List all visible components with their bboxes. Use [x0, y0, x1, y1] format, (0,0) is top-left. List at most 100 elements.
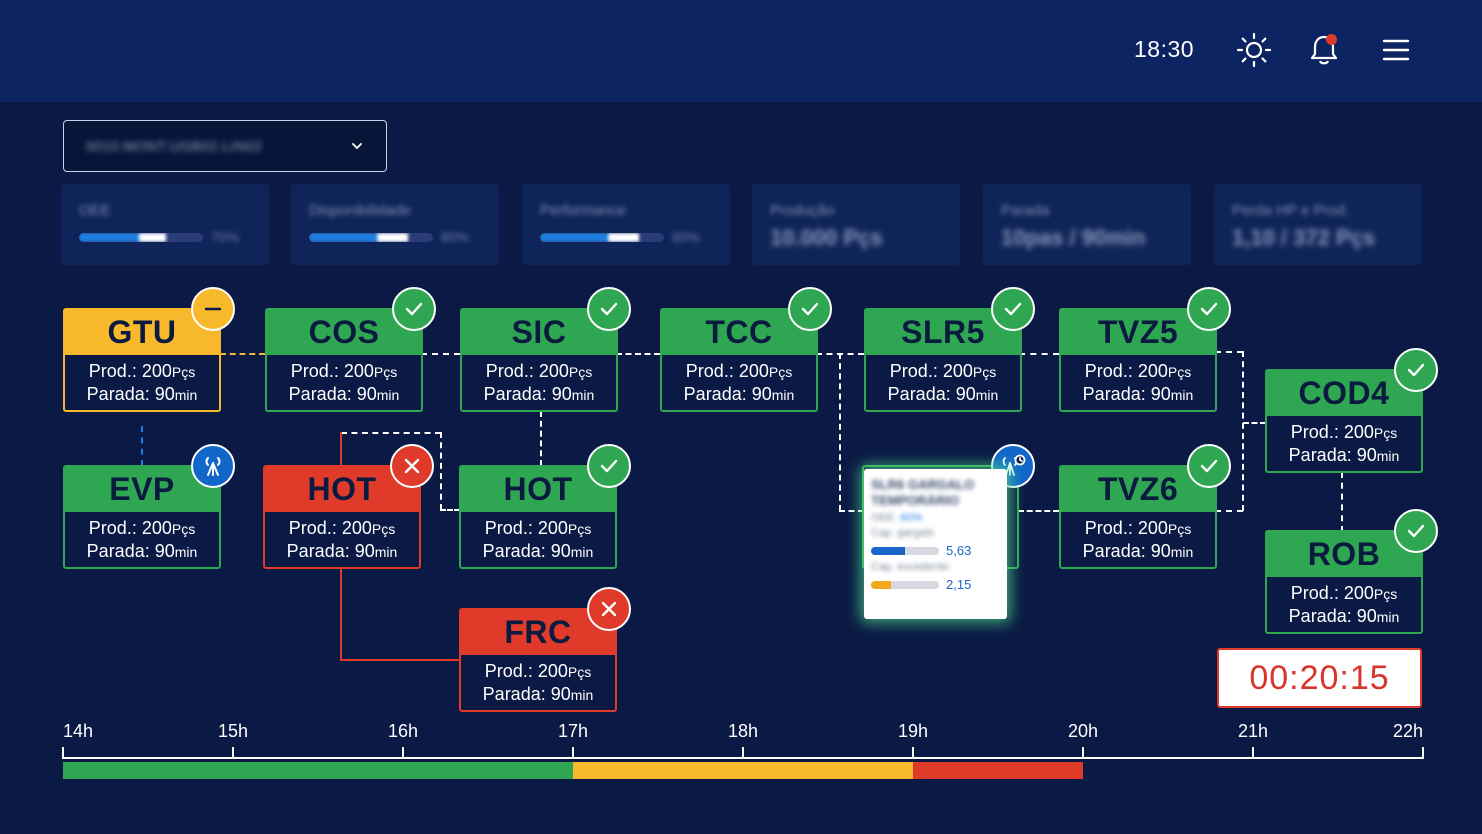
station-production: Prod.: 200	[88, 361, 172, 381]
station-production: Prod.: 200	[1290, 583, 1374, 603]
station-name: SIC	[462, 310, 616, 355]
cap-excedente-value: 2,15	[946, 577, 972, 592]
tooltip-cap-gargalo-label: Cap. gargalo	[871, 527, 934, 539]
connector	[340, 659, 460, 661]
connector	[839, 510, 864, 512]
station-stop-time: Parada: 90	[887, 384, 976, 404]
check-icon	[1394, 509, 1438, 553]
station-stop-time: Parada: 90	[482, 684, 571, 704]
connector	[1341, 472, 1343, 532]
station-production: Prod.: 200	[685, 361, 769, 381]
kpi-percent: 70%	[211, 229, 240, 245]
cap-gargalo-bar	[871, 546, 939, 555]
sun-icon[interactable]	[1232, 28, 1276, 72]
kpi-title: OEE	[79, 202, 111, 219]
kpi-percent: 80%	[441, 229, 470, 245]
kpi-value: 1,10 / 372 Pçs	[1232, 225, 1376, 250]
production-unit: Pçs	[1373, 586, 1398, 602]
kpi-title: Disponibilidade	[309, 202, 411, 219]
stop-unit: min	[376, 387, 400, 403]
production-unit: Pçs	[568, 364, 593, 380]
close-icon	[390, 444, 434, 488]
stop-unit: min	[570, 687, 594, 703]
kpi-card-performance[interactable]: Performance 80%	[522, 184, 730, 265]
timeline-label: 17h	[557, 721, 589, 741]
stop-unit: min	[1170, 544, 1194, 560]
kpi-card-perda[interactable]: Perda HP e Prod. 1,10 / 372 Pçs	[1214, 184, 1422, 265]
stop-unit: min	[174, 387, 198, 403]
kpi-card-oee[interactable]: OEE 70%	[61, 184, 269, 265]
timeline-label: 20h	[1067, 721, 1099, 741]
line-selector-dropdown[interactable]: 0010.MONT.UGB02.LIN02	[63, 120, 387, 172]
connector	[616, 353, 660, 355]
kpi-value: 10.000 Pçs	[770, 225, 883, 250]
production-unit: Pçs	[373, 364, 398, 380]
station-stop-time: Parada: 90	[683, 384, 772, 404]
stop-unit: min	[1376, 448, 1400, 464]
station-name: COS	[267, 310, 421, 355]
station-production: Prod.: 200	[290, 361, 374, 381]
timeline-tick	[1252, 747, 1254, 759]
kpi-title: Performance	[540, 202, 626, 219]
antenna-icon	[191, 444, 235, 488]
connector	[1019, 353, 1059, 355]
station-stop-time: Parada: 90	[1288, 445, 1377, 465]
station-production: Prod.: 200	[1084, 361, 1168, 381]
station-production: Prod.: 200	[88, 518, 172, 538]
production-unit: Pçs	[1167, 521, 1192, 537]
kpi-card-parada[interactable]: Parada 10pas / 90min	[983, 184, 1191, 265]
kpi-value: 10pas / 90min	[1001, 225, 1146, 250]
production-unit: Pçs	[171, 364, 196, 380]
tooltip-title: SLR6 GARGALO TEMPORÁRIO	[871, 477, 975, 508]
check-icon	[1394, 348, 1438, 392]
kpi-card-disponibilidade[interactable]: Disponibilidade 80%	[291, 184, 499, 265]
kpi-title: Perda HP e Prod.	[1232, 202, 1350, 219]
timeline-tick	[402, 747, 404, 759]
clock: 18:30	[1134, 36, 1195, 62]
hamburger-menu-icon[interactable]	[1374, 28, 1418, 72]
production-unit: Pçs	[171, 521, 196, 537]
chevron-down-icon	[352, 143, 362, 150]
timeline-label: 15h	[217, 721, 249, 741]
connector	[341, 432, 441, 434]
kpi-card-producao[interactable]: Produção 10.000 Pçs	[752, 184, 960, 265]
kpi-title: Produção	[770, 202, 835, 219]
check-icon	[991, 287, 1035, 331]
tooltip-oee-value: 60%	[900, 512, 923, 524]
station-production: Prod.: 200	[1290, 422, 1374, 442]
station-production: Prod.: 200	[485, 361, 569, 381]
station-production: Prod.: 200	[484, 518, 568, 538]
production-unit: Pçs	[1167, 364, 1192, 380]
station-name: TCC	[662, 310, 816, 355]
timeline-tick	[912, 747, 914, 759]
warning-minus-icon	[191, 287, 235, 331]
timeline-tick	[1082, 747, 1084, 759]
station-production: Prod.: 200	[1084, 518, 1168, 538]
timeline-label: 14h	[63, 721, 94, 741]
check-icon	[587, 287, 631, 331]
stop-unit: min	[174, 544, 198, 560]
stop-unit: min	[975, 387, 999, 403]
bell-icon[interactable]	[1302, 28, 1346, 72]
station-production: Prod.: 200	[288, 518, 372, 538]
production-unit: Pçs	[768, 364, 793, 380]
connector	[1018, 510, 1059, 512]
connector	[340, 568, 342, 661]
connector	[440, 509, 460, 511]
line-selector-value: 0010.MONT.UGB02.LIN02	[86, 138, 263, 154]
timeline-label: 22h	[1392, 721, 1423, 741]
timeline-tick	[62, 747, 64, 759]
notification-dot	[1326, 34, 1337, 45]
kpi-percent: 80%	[672, 229, 701, 245]
station-name: TVZ5	[1061, 310, 1215, 355]
